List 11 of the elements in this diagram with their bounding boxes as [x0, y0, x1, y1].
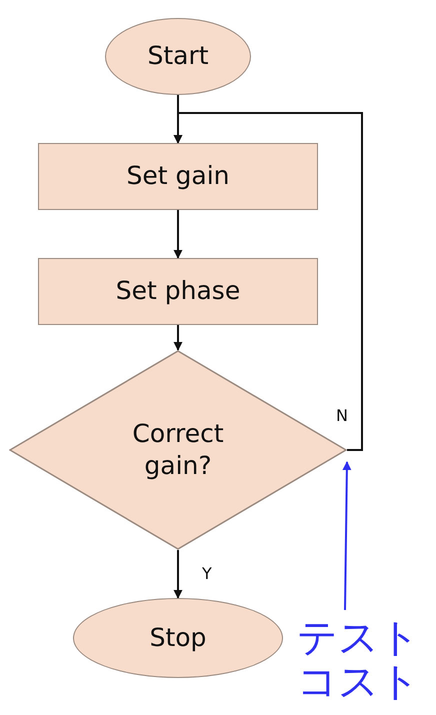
node-label: Correct gain? — [131, 418, 225, 482]
arrow — [342, 461, 352, 610]
terminal-ellipse: Stop — [73, 598, 283, 678]
arrow — [174, 112, 363, 451]
arrow — [174, 210, 182, 259]
arrow — [174, 325, 182, 351]
note-text: テストコスト — [297, 616, 421, 704]
arrow — [174, 550, 182, 599]
terminal-ellipse: Start — [105, 18, 251, 95]
process-box: Set gain — [38, 143, 318, 210]
process-box: Set phase — [38, 258, 318, 325]
